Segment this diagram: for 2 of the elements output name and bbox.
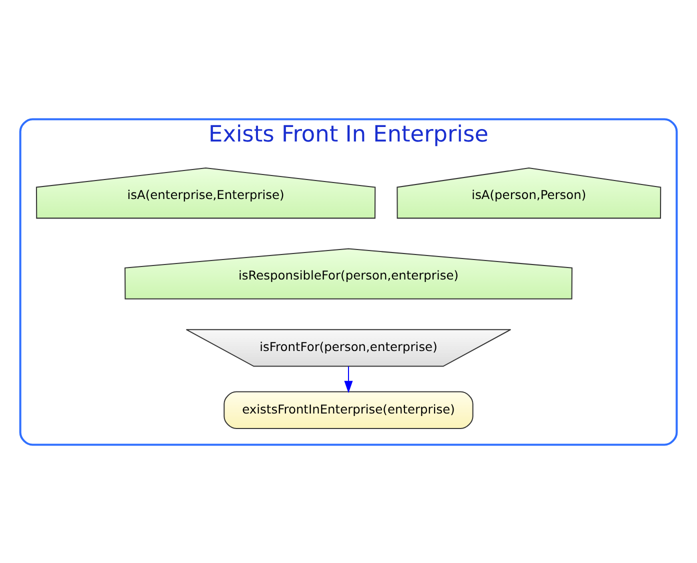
arrow (344, 366, 353, 393)
node-box: existsFrontInEnterprise(enterprise) (224, 390, 474, 428)
